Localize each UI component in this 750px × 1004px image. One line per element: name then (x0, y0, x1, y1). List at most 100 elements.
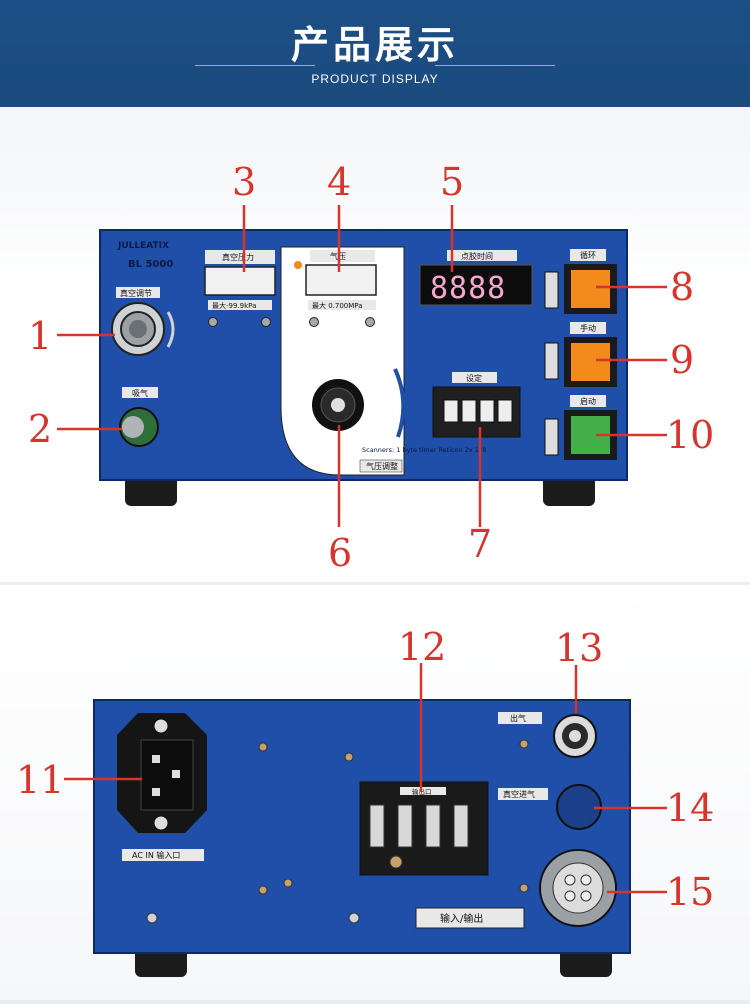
regulator-arc (393, 368, 406, 438)
thumbwheel-3[interactable] (479, 399, 495, 423)
suction-label: 吸气 (132, 388, 148, 398)
air-out-tag (498, 712, 542, 724)
callout-11: 11 (16, 758, 64, 802)
ac-inlet-label: AC IN 输入口 (132, 850, 180, 860)
output-ground-screw (389, 855, 403, 869)
ac-pin-1 (152, 755, 160, 763)
vacuum-gauge-label: 真空压力 (222, 252, 254, 262)
vacuum-knob-hub (129, 320, 147, 338)
manual-label: 手动 (580, 323, 596, 333)
callout-8: 8 (670, 265, 694, 309)
timer-tag (447, 250, 517, 261)
start-label: 启动 (580, 396, 596, 406)
regulator-knob-center (331, 398, 345, 412)
rear-screws (258, 739, 529, 895)
ac-pin-3 (152, 788, 160, 796)
cycle-tag (570, 249, 606, 261)
timer-display (419, 264, 533, 306)
thumbwheel-4[interactable] (497, 399, 513, 423)
start-tag (570, 395, 606, 407)
callout-12: 12 (398, 625, 446, 669)
header-banner: 产品展示 PRODUCT DISPLAY (0, 0, 750, 107)
thumbwheel-2[interactable] (461, 399, 477, 423)
rear-view-illustration: AC IN 输入口 输出口 出气 真空进气 (16, 625, 714, 977)
manual-toggle[interactable] (544, 342, 559, 380)
vacuum-in-tag (498, 788, 548, 800)
front-view-section: JULLEATIX BL 5000 真空调节 吸气 真空压力 最大-99.9kP… (0, 107, 750, 582)
cycle-toggle[interactable] (544, 271, 559, 309)
suction-tag (122, 387, 158, 398)
pressure-gauge-btn-right[interactable] (365, 317, 375, 327)
io-connector-pins (564, 874, 592, 902)
title-rule-left (195, 65, 315, 66)
cycle-button[interactable] (571, 270, 610, 308)
ac-screw-top (153, 718, 169, 734)
air-out-label: 出气 (510, 713, 526, 723)
setting-label: 设定 (466, 373, 482, 383)
rear-screw-lower-mid (348, 912, 360, 924)
output-port-tag (400, 787, 446, 795)
suction-port-insert (122, 416, 144, 438)
front-callout-lines (57, 205, 667, 527)
output-terminal-4[interactable] (453, 804, 469, 848)
air-out-port-core (569, 730, 581, 742)
vacuum-in-label: 真空进气 (503, 789, 535, 799)
vacuum-gauge-btn-left[interactable] (208, 317, 218, 327)
manual-tag (570, 322, 606, 334)
vacuum-gauge-display (204, 266, 276, 296)
title-rule-right (435, 65, 555, 66)
front-view-illustration: JULLEATIX BL 5000 真空调节 吸气 真空压力 最大-99.9kP… (28, 160, 714, 575)
io-label: 输入/输出 (440, 912, 483, 925)
vacuum-adjust-label: 真空调节 (120, 288, 152, 298)
vacuum-range-tag (208, 300, 272, 310)
pressure-range-tag (308, 300, 376, 310)
callout-13: 13 (555, 626, 603, 670)
timer-label: 点胶时间 (461, 251, 493, 261)
callout-9: 9 (670, 338, 694, 382)
cycle-label: 循环 (580, 250, 596, 260)
ac-pin-2 (172, 770, 180, 778)
brand-label: JULLEATIX (117, 241, 169, 251)
output-terminal-group (369, 804, 469, 848)
callout-3: 3 (232, 160, 256, 204)
vacuum-arc (166, 311, 175, 348)
front-footnote: Scanners: 1 byte timer Reticon 2x 1°8 (362, 446, 486, 454)
callout-15: 15 (666, 870, 714, 914)
callout-6: 6 (328, 531, 352, 575)
rear-screw-lower-left (146, 912, 158, 924)
callout-1: 1 (28, 314, 52, 358)
callout-2: 2 (28, 407, 52, 451)
output-terminal-3[interactable] (425, 804, 441, 848)
pressure-indicator-led (294, 261, 302, 269)
start-toggle[interactable] (544, 418, 559, 456)
output-terminal-2[interactable] (397, 804, 413, 848)
callout-4: 4 (327, 160, 351, 204)
thumbwheel-1[interactable] (443, 399, 459, 423)
ac-inlet-tag (122, 849, 204, 861)
setting-tag (452, 372, 497, 383)
rear-callout-lines (64, 663, 667, 894)
thumbwheel-group (443, 399, 513, 423)
vacuum-range-label: 最大-99.9kPa (212, 301, 256, 310)
output-terminal-1[interactable] (369, 804, 385, 848)
callout-14: 14 (666, 786, 714, 830)
page-title: 产品展示 (290, 23, 459, 67)
callout-7: 7 (468, 522, 492, 566)
vacuum-adjust-tag (116, 287, 160, 298)
regulator-tag (359, 459, 403, 473)
manual-button[interactable] (571, 343, 610, 381)
callout-5: 5 (440, 160, 464, 204)
io-connector-face (552, 862, 604, 914)
front-foot-right (543, 474, 595, 506)
front-callout-numbers: 1 2 3 4 5 6 7 8 9 10 (28, 160, 714, 575)
pressure-gauge-btn-left[interactable] (309, 317, 319, 327)
ac-inlet-socket[interactable] (140, 739, 194, 811)
front-foot-left (125, 474, 177, 506)
timer-digits: 8888 (430, 271, 506, 306)
ac-screw-bottom (153, 815, 169, 831)
regulator-label: 气压调整 (366, 461, 398, 471)
pressure-range-label: 最大 0.700MPa (312, 301, 363, 310)
vacuum-gauge-btn-right[interactable] (261, 317, 271, 327)
vacuum-gauge-tag (205, 250, 275, 264)
io-tag (415, 907, 525, 929)
